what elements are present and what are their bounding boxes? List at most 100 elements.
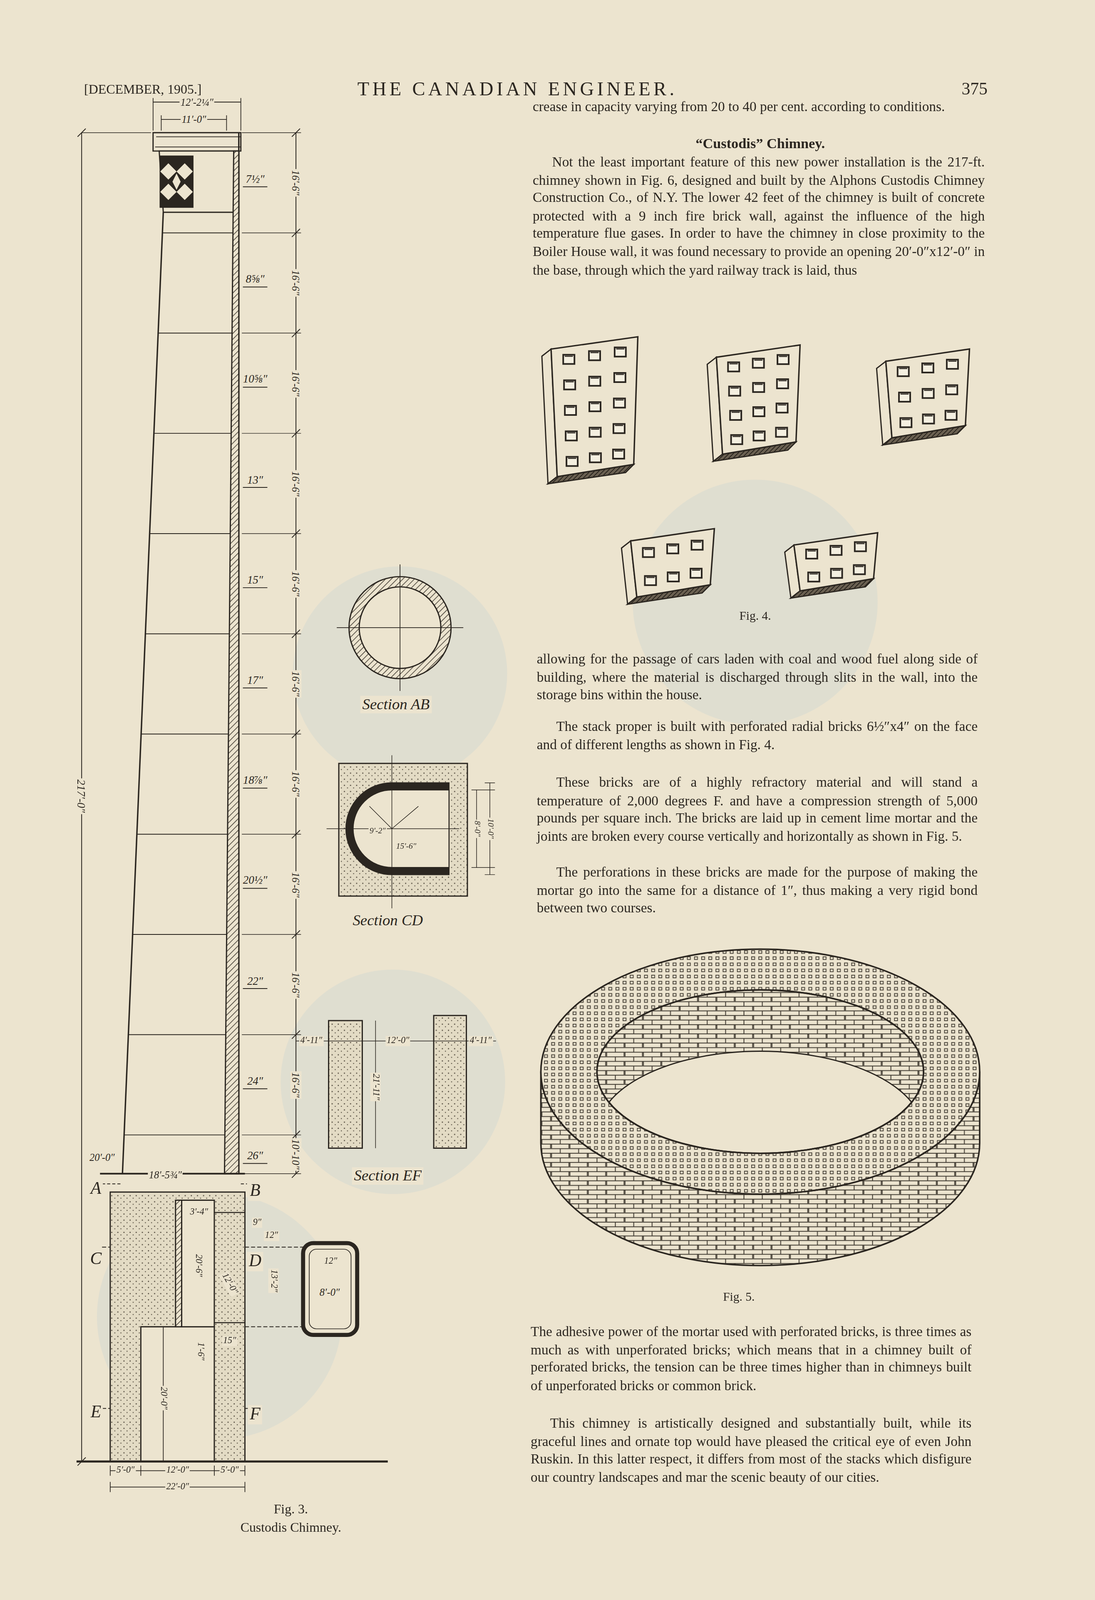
wall-section (224, 151, 239, 1174)
dimension-label: 12″ (263, 1230, 279, 1241)
perforation-shadow (692, 569, 701, 571)
extension-line (241, 933, 301, 935)
brick-ring (541, 948, 980, 1266)
dimension-label: 12′-0″ (218, 1270, 241, 1298)
perforation-shadow (754, 407, 764, 409)
ring-top-course (541, 948, 980, 1194)
perforation (777, 379, 789, 389)
section-letter: F (247, 1405, 263, 1425)
wall-thickness: 26″ (245, 1149, 264, 1162)
concrete-base (110, 1191, 246, 1462)
dimension-tick (291, 228, 301, 238)
smudge (280, 969, 505, 1194)
perforation-shadow (615, 424, 624, 426)
body-paragraph: Not the least important feature of this … (532, 153, 985, 279)
course-line (162, 232, 234, 234)
dimension-tick (291, 1169, 301, 1178)
extension-line (241, 1034, 301, 1035)
perforation-shadow (831, 546, 841, 548)
course-line (124, 1134, 225, 1136)
perforation-shadow (898, 367, 908, 369)
perforation (775, 427, 788, 437)
dimension-label: 217′-0″ (75, 778, 88, 814)
section-title: Section CD (350, 911, 425, 929)
dimension-label: 16′-6″ (290, 469, 302, 497)
perforation (563, 380, 576, 390)
perforation-shadow (809, 573, 818, 575)
dimension-label: 12″ (322, 1256, 338, 1267)
brick-face (885, 349, 970, 438)
perforation (752, 382, 765, 393)
extension-line (241, 232, 301, 234)
perforation-shadow (590, 352, 599, 353)
ring-inner-clip (596, 989, 924, 1133)
perforated-brick (784, 532, 878, 599)
dimension-label: 13′-2″ (268, 1268, 279, 1294)
dimension-label: 9″ (251, 1217, 263, 1228)
ring-inner-wall (596, 989, 924, 1133)
dimension-lines (471, 782, 495, 875)
perforated-brick (541, 336, 638, 484)
dimension-label: 22′-0″ (165, 1481, 190, 1492)
radius-lines (369, 806, 419, 829)
dimension-label: 15″ (222, 1335, 238, 1346)
wall-thickness: 13″ (245, 473, 264, 486)
brick-face (716, 345, 800, 455)
dimension-label: 16′-6″ (290, 168, 302, 197)
wall-thickness: 24″ (245, 1074, 264, 1087)
course-line (149, 533, 231, 534)
section-ef (295, 1015, 497, 1149)
extension-line (241, 633, 301, 634)
dimension-label: 4′-11″ (299, 1035, 324, 1046)
perforation-shadow (668, 545, 678, 547)
perforation (589, 376, 601, 386)
extension-line (241, 733, 301, 735)
dimension-label: 9′-2″ (368, 827, 387, 837)
dimension-label: 10′-10″ (290, 1137, 302, 1171)
extension-line (241, 834, 301, 835)
wall-thickness: 15″ (245, 573, 264, 586)
body-paragraph: The perforations in these bricks are mad… (536, 863, 978, 917)
dimension-label: 18′-5¾″ (147, 1169, 183, 1181)
wall-thickness: 18⅞″ (241, 773, 269, 787)
perforation-shadow (732, 436, 741, 438)
base-dimensions (110, 1465, 246, 1493)
perforation (753, 431, 765, 441)
perforation-shadow (669, 573, 678, 574)
body-paragraph: allowing for the passage of cars laden w… (536, 650, 978, 704)
perforation-shadow (901, 419, 911, 420)
flue-section (302, 1243, 358, 1336)
extension-line (241, 332, 301, 334)
section-block (338, 763, 468, 897)
perforation (566, 456, 578, 467)
perforation (854, 541, 867, 552)
perforation (729, 386, 741, 396)
leader-underline (243, 687, 268, 689)
cornice (153, 132, 241, 152)
perforation-shadow (923, 389, 933, 391)
section-title: Section EF (352, 1167, 424, 1184)
section-letter: B (247, 1181, 263, 1201)
perforation-shadow (614, 450, 624, 452)
perforation (613, 398, 626, 408)
section-ab (336, 564, 464, 691)
dimension-label: 3′-4″ (188, 1207, 209, 1218)
perforation (830, 545, 842, 555)
dimension-label: 1′-6″ (194, 1340, 205, 1361)
leader-underline (243, 1162, 268, 1164)
perforation-shadow (948, 360, 957, 362)
leader-underline (243, 186, 268, 188)
perforation-shadow (778, 379, 788, 381)
ring-inner-edge (596, 989, 924, 1153)
dimension-label: 16′-6″ (290, 670, 302, 698)
perforation (806, 549, 818, 559)
dimension-label: 21′-11″ (370, 1072, 381, 1102)
perforation (831, 568, 843, 578)
page-date: [DECEMBER, 1905.] (84, 82, 202, 97)
leader-underline (243, 587, 268, 589)
perforation-shadow (616, 348, 625, 350)
wall-thickness: 20½″ (241, 874, 269, 887)
perforation (753, 407, 765, 417)
